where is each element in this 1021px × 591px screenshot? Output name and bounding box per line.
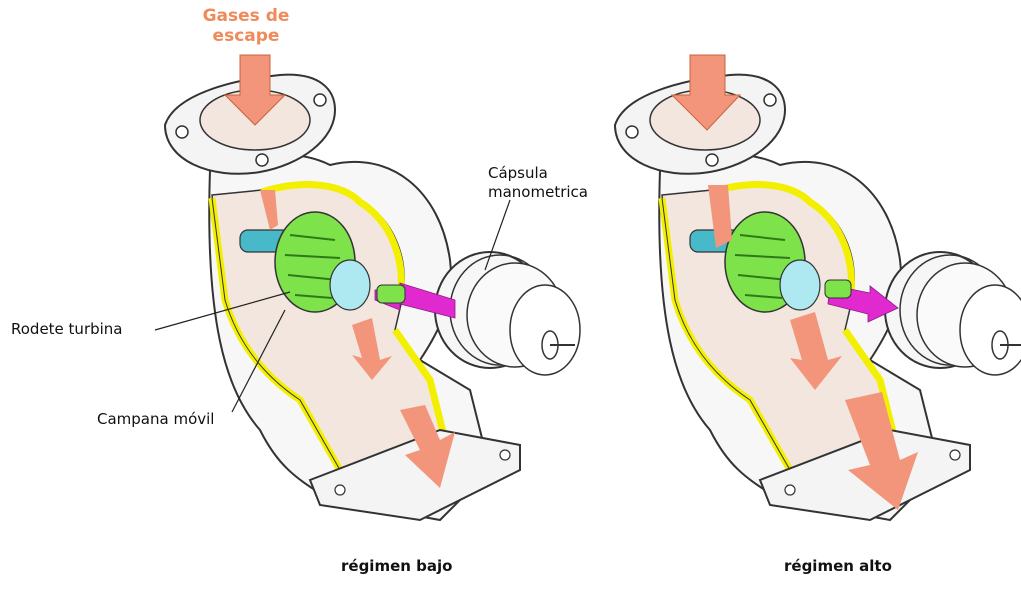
actuator-rod [825,280,851,298]
caption-high-regime: régimen alto [784,557,892,575]
turbo-high-regime [615,55,1021,520]
caption-low-regime: régimen bajo [341,557,452,575]
actuator-rod [377,285,405,303]
capsule-label: Cápsula manometrica [488,164,598,202]
exhaust-gases-label: Gases de escape [196,6,296,46]
turbo-low-regime [165,55,580,520]
turbine-wheel-label: Rodete turbina [11,320,123,338]
mobile-bell-label: Campana móvil [97,410,214,428]
